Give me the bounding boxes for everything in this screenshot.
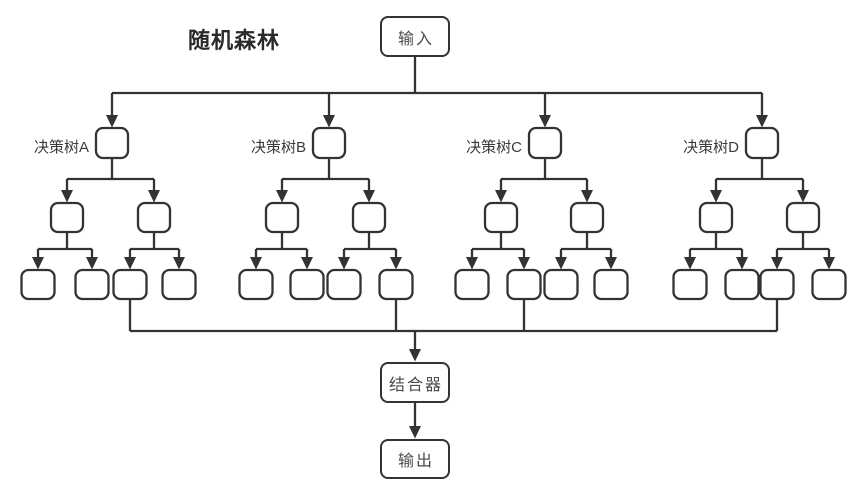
tree-label-b: 决策树B <box>250 139 306 156</box>
diagram-title: 随机森林 <box>188 28 281 53</box>
arrowhead <box>250 257 262 270</box>
arrowhead <box>466 257 478 270</box>
arrowhead <box>301 257 313 270</box>
combiner-node-label: 结合器 <box>388 376 443 394</box>
tree-leaf-node <box>811 268 847 301</box>
arrowhead <box>276 190 288 203</box>
tree-root-node <box>94 126 130 160</box>
tree-leaf-node <box>74 268 110 301</box>
tree-branch-node <box>785 201 821 234</box>
tree-leaf-node <box>20 268 56 301</box>
arrowhead <box>32 257 44 270</box>
tree-leaf-node <box>672 268 708 301</box>
arrowhead <box>173 257 185 270</box>
tree-leaf-node <box>506 268 542 301</box>
tree-label-d: 决策树D <box>683 139 739 156</box>
tree-branch-node <box>569 201 605 234</box>
input-node-label: 输入 <box>397 30 434 48</box>
tree-leaf-node <box>112 268 148 301</box>
output-node-label: 输出 <box>397 453 434 470</box>
arrowhead <box>539 115 551 128</box>
arrowhead <box>409 426 421 439</box>
tree-leaf-node <box>454 268 490 301</box>
tree-leaf-node <box>759 268 795 301</box>
arrowhead <box>106 115 118 128</box>
tree-root-node <box>527 126 563 160</box>
arrowhead <box>518 257 530 270</box>
arrowhead <box>124 257 136 270</box>
tree-leaf-node <box>378 268 414 301</box>
combiner-node: 结合器 <box>380 362 450 403</box>
arrowhead <box>581 190 593 203</box>
arrowhead <box>756 115 768 128</box>
tree-branch-node <box>351 201 387 234</box>
tree-branch-node <box>264 201 300 234</box>
arrowhead <box>684 257 696 270</box>
arrowhead <box>61 190 73 203</box>
arrowhead <box>797 190 809 203</box>
arrowhead <box>86 257 98 270</box>
tree-label-a: 决策树A <box>33 139 89 156</box>
tree-root-node <box>311 126 347 160</box>
arrowhead <box>555 257 567 270</box>
arrowhead <box>323 115 335 128</box>
tree-leaf-node <box>289 268 325 301</box>
arrowhead <box>823 257 835 270</box>
tree-leaf-node <box>543 268 579 301</box>
tree-branch-node <box>49 201 85 234</box>
arrowhead <box>605 257 617 270</box>
tree-leaf-node <box>326 268 362 301</box>
tree-branch-node <box>136 201 172 234</box>
arrowhead <box>409 349 421 362</box>
tree-root-node <box>744 126 780 160</box>
tree-label-c: 决策树C <box>466 139 522 156</box>
arrowhead <box>363 190 375 203</box>
arrowhead <box>710 190 722 203</box>
arrowhead <box>736 257 748 270</box>
arrowhead <box>338 257 350 270</box>
tree-leaf-node <box>724 268 760 301</box>
arrowhead <box>771 257 783 270</box>
arrowhead <box>148 190 160 203</box>
tree-leaf-node <box>238 268 274 301</box>
tree-branch-node <box>698 201 734 234</box>
output-node: 输出 <box>380 439 450 479</box>
input-node: 输入 <box>380 16 450 57</box>
tree-leaf-node <box>161 268 197 301</box>
arrowhead <box>495 190 507 203</box>
tree-branch-node <box>483 201 519 234</box>
tree-leaf-node <box>593 268 629 301</box>
arrowhead <box>390 257 402 270</box>
